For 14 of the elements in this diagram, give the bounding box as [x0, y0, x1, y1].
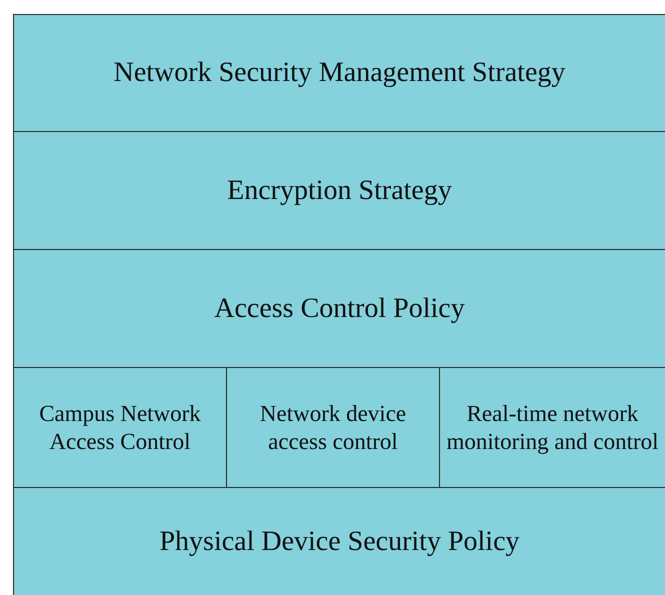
layer-box: [439, 367, 665, 488]
layer-box: [13, 249, 665, 368]
layer-box: [13, 131, 665, 250]
layer-label: Encryption Strategy: [227, 174, 452, 208]
layer-label: Physical Device Security Policy: [159, 525, 520, 559]
layer-box: [13, 367, 227, 488]
layer-label: Campus Network Access Control: [38, 400, 202, 456]
layer-label: Network Security Management Strategy: [114, 56, 566, 90]
layer-box: [226, 367, 440, 488]
layer-label: Access Control Policy: [214, 292, 465, 326]
layer-label: Network device access control: [258, 400, 408, 456]
layer-box: [13, 487, 665, 595]
layer-label: Real-time network monitoring and control: [445, 400, 660, 456]
layer-box: [13, 14, 665, 132]
